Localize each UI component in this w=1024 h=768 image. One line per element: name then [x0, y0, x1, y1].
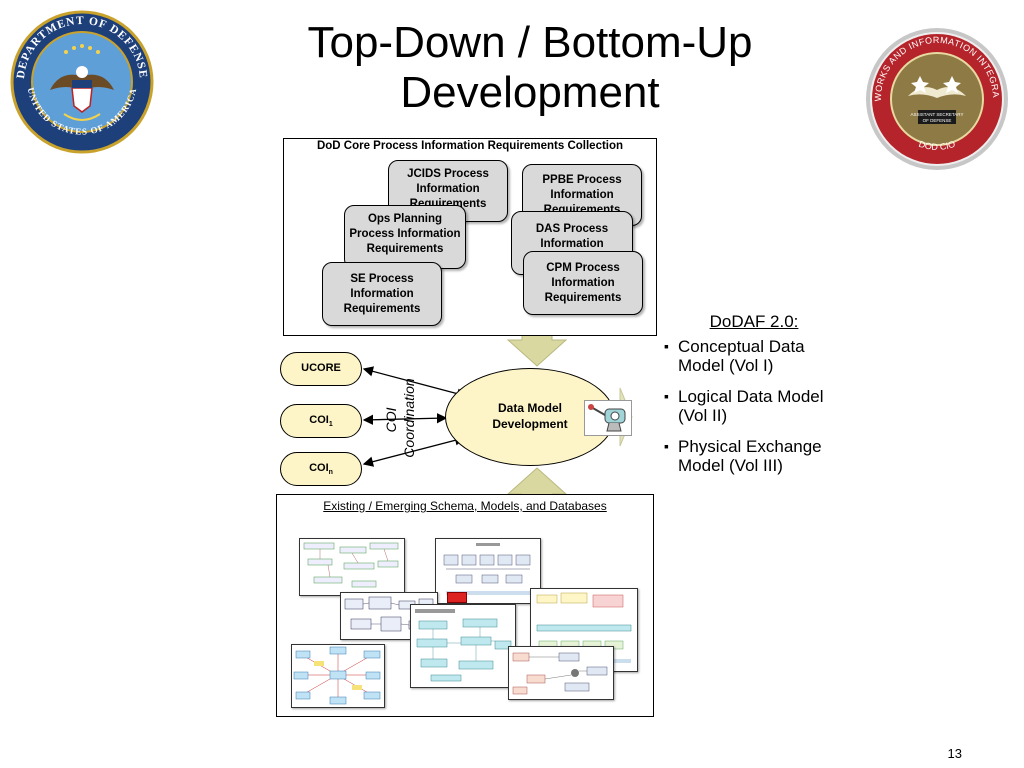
dodaf-item: Physical Exchange Model (Vol III) — [664, 437, 844, 475]
ops-planning-card: Ops Planning Process Information Require… — [344, 205, 466, 269]
coi-coordination-line2: Coordination — [401, 378, 417, 458]
dodaf-title: DoDAF 2.0: — [709, 312, 799, 331]
coi-1-sub: 1 — [328, 421, 333, 429]
cpm-card: CPM Process Information Requirements — [523, 251, 643, 315]
dod-cio-seal: NETWORKS AND INFORMATION INTEGRATION DOD… — [860, 18, 1010, 172]
coi-1-pill: COI1 — [280, 404, 362, 438]
coi-coordination-text: COI Coordination — [383, 378, 417, 458]
slide-title: Top-Down / Bottom-Up Development — [230, 18, 830, 118]
core-process-box-label: DoD Core Process Information Requirement… — [316, 140, 624, 152]
meat-grinder-icon — [584, 400, 632, 436]
ucore-pill: UCORE — [280, 352, 362, 386]
ucore-link — [362, 366, 468, 399]
schema-thumbnail — [299, 538, 405, 596]
dodaf-panel: DoDAF 2.0: Conceptual Data Model (Vol I)… — [664, 312, 844, 487]
schema-box-label: Existing / Emerging Schema, Models, and … — [323, 499, 607, 513]
svg-text:OF DEFENSE: OF DEFENSE — [923, 118, 952, 123]
title-line-1: Top-Down / Bottom-Up — [307, 18, 753, 67]
coi-1-base: COI — [309, 414, 329, 426]
dodaf-item: Conceptual Data Model (Vol I) — [664, 337, 844, 375]
up-arrow — [506, 467, 568, 497]
dodaf-item: Logical Data Model (Vol II) — [664, 387, 844, 425]
coi-coordination-line1: COI — [383, 407, 399, 432]
title-line-2: Development — [400, 68, 660, 117]
coi-n-sub: n — [328, 469, 333, 477]
svg-text:DOD CIO: DOD CIO — [918, 139, 957, 152]
coi-n-pill: COIn — [280, 452, 362, 486]
svg-text:ASSISTANT SECRETARY: ASSISTANT SECRETARY — [911, 112, 964, 117]
highlight-marker — [447, 592, 467, 603]
schema-thumbnail — [508, 646, 614, 700]
dodaf-list: Conceptual Data Model (Vol I) Logical Da… — [664, 337, 844, 475]
coin-link — [362, 435, 466, 467]
coi-coordination-label: COI Coordination — [340, 362, 460, 474]
coi-n-base: COI — [309, 462, 329, 474]
schema-thumbnail — [291, 644, 385, 708]
schema-thumbnail — [410, 604, 516, 688]
se-card: SE Process Information Requirements — [322, 262, 442, 326]
department-of-defense-seal: DEPARTMENT OF DEFENSE UNITED STATES OF A… — [10, 10, 154, 154]
data-model-label: Data Model Development — [492, 401, 568, 431]
coi1-link — [362, 413, 448, 425]
page-number: 13 — [947, 746, 962, 761]
